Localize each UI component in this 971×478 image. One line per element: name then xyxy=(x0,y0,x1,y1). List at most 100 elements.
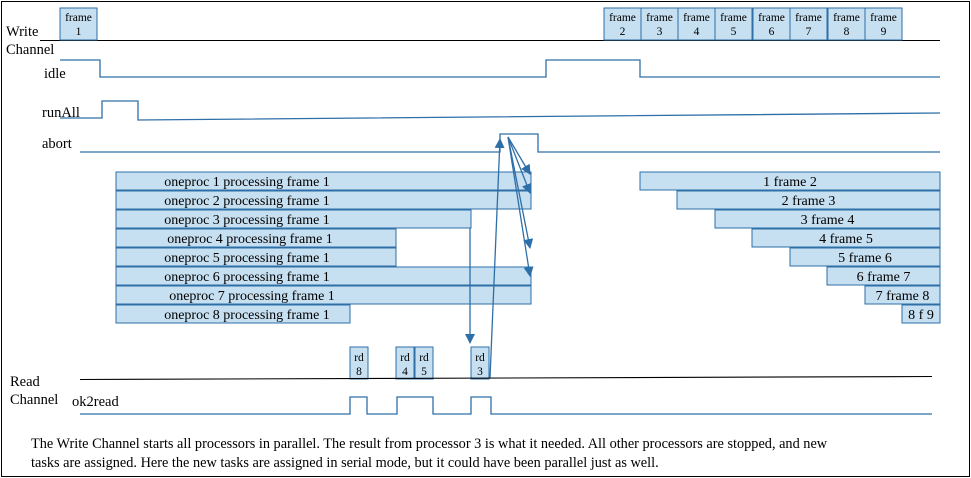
result-and-abort-arrows xyxy=(465,136,534,379)
proc-bar-1: oneproc 1 processing frame 1 xyxy=(115,171,532,191)
rd-box xyxy=(470,346,490,380)
frame-number: 3 xyxy=(657,26,663,38)
bar-label: 8 f 9 xyxy=(908,308,934,323)
rd-label: rd xyxy=(419,352,429,364)
abort-label: abort xyxy=(42,136,72,152)
proc-bar-3: oneproc 3 processing frame 1 xyxy=(115,209,472,229)
bar-label: 5 frame 6 xyxy=(838,251,892,266)
read-channel-line xyxy=(79,375,933,381)
rd-box xyxy=(395,346,415,380)
bar-rect xyxy=(901,304,941,324)
rd-label: rd xyxy=(354,352,364,364)
frame-box xyxy=(827,7,866,41)
frame-label: frame xyxy=(795,12,822,24)
bar-label: 7 frame 8 xyxy=(876,289,930,304)
serial-bar-2: 2 frame 3 xyxy=(676,190,941,210)
write-frame-1: frame 1 xyxy=(59,7,98,41)
read-box-4: rd 3 xyxy=(470,346,490,380)
bar-rect xyxy=(826,266,941,286)
bar-rect xyxy=(115,247,397,267)
runall-signal xyxy=(60,100,941,121)
write-frame-4: frame 4 xyxy=(677,7,716,41)
frame-number: 4 xyxy=(694,26,700,38)
frame-number: 7 xyxy=(806,26,812,38)
result-arrow xyxy=(489,138,505,379)
rd-number: 5 xyxy=(421,366,427,378)
proc-bar-2: oneproc 2 processing frame 1 xyxy=(115,190,532,210)
abort-arrow-1 xyxy=(507,136,531,175)
write-frame-2: frame 2 xyxy=(603,7,642,41)
abort-signal xyxy=(80,133,940,153)
bar-label: oneproc 1 processing frame 1 xyxy=(164,175,330,190)
bar-rect xyxy=(864,285,941,305)
frame-number: 5 xyxy=(731,26,737,38)
rd-number: 4 xyxy=(402,366,408,378)
rd-box xyxy=(414,346,434,380)
frame-box xyxy=(864,7,903,41)
serial-task-bars: 1 frame 22 frame 3 3 frame 4 4 frame 5 5 fr… xyxy=(639,171,941,324)
bar-rect xyxy=(751,228,941,248)
proc-bar-5: oneproc 5 processing frame 1 xyxy=(115,247,397,267)
idle-signal xyxy=(60,59,940,78)
serial-bar-1: 1 frame 2 xyxy=(639,171,941,191)
bar-rect xyxy=(115,304,351,324)
frame-label: frame xyxy=(720,12,747,24)
rd-number: 8 xyxy=(356,366,362,378)
caption-line-1: The Write Channel starts all processors … xyxy=(31,436,828,452)
bar-rect xyxy=(115,228,397,248)
bar-rect xyxy=(639,171,941,191)
frame-number: 1 xyxy=(76,26,82,38)
bar-label: 4 frame 5 xyxy=(819,232,873,247)
bar-label: oneproc 5 processing frame 1 xyxy=(164,251,330,266)
frame-number: 6 xyxy=(769,26,775,38)
abort-arrow-4 xyxy=(507,136,534,277)
write-frames: frame1frame2frame3frame4frame5frame6fram… xyxy=(59,7,903,41)
frame-box xyxy=(752,7,791,41)
bar-rect xyxy=(115,190,532,210)
frame-number: 2 xyxy=(620,26,626,38)
bar-rect xyxy=(115,285,532,305)
frame-label: frame xyxy=(609,12,636,24)
write-frame-7: frame 7 xyxy=(789,7,828,41)
caption-line-2: tasks are assigned. Here the new tasks a… xyxy=(31,455,659,471)
frame-box xyxy=(640,7,679,41)
bar-label: oneproc 2 processing frame 1 xyxy=(164,194,330,209)
bar-rect xyxy=(789,247,941,267)
serial-bar-7: 7 frame 8 xyxy=(864,285,941,305)
bar-rect xyxy=(115,171,532,191)
serial-bar-5: 5 frame 6 xyxy=(789,247,941,267)
read-box-1: rd 8 xyxy=(349,346,369,380)
frame-label: frame xyxy=(758,12,785,24)
serial-bar-4: 4 frame 5 xyxy=(751,228,941,248)
write-frame-6: frame 6 xyxy=(752,7,791,41)
frame-label: frame xyxy=(683,12,710,24)
read-box-3: rd 5 xyxy=(414,346,434,380)
serial-bar-8: 8 f 9 xyxy=(901,304,941,324)
frame-box xyxy=(677,7,716,41)
serial-bar-6: 6 frame 7 xyxy=(826,266,941,286)
proc-bar-6: oneproc 6 processing frame 1 xyxy=(115,266,532,286)
frame-label: frame xyxy=(65,12,92,24)
bar-label: 1 frame 2 xyxy=(763,175,817,190)
proc-bar-4: oneproc 4 processing frame 1 xyxy=(115,228,397,248)
serial-bar-3: 3 frame 4 xyxy=(714,209,941,229)
bar-label: oneproc 7 processing frame 1 xyxy=(169,289,335,304)
frame-box xyxy=(59,7,98,41)
bar-rect xyxy=(714,209,941,229)
bar-label: 3 frame 4 xyxy=(801,213,855,228)
read-boxes: rd 8 rd4 rd 5 rd 3 xyxy=(349,346,490,380)
frame-box xyxy=(789,7,828,41)
rd-label: rd xyxy=(475,352,485,364)
read-box-2: rd4 xyxy=(395,346,415,380)
bar-label: oneproc 6 processing frame 1 xyxy=(164,270,330,285)
rd-number: 3 xyxy=(477,366,483,378)
frame-label: frame xyxy=(870,12,897,24)
idle-label: idle xyxy=(44,66,66,82)
ok2read-label: ok2read xyxy=(72,394,119,410)
processor-bars: oneproc 1 processing frame 1 oneproc 2 pr… xyxy=(115,171,532,324)
